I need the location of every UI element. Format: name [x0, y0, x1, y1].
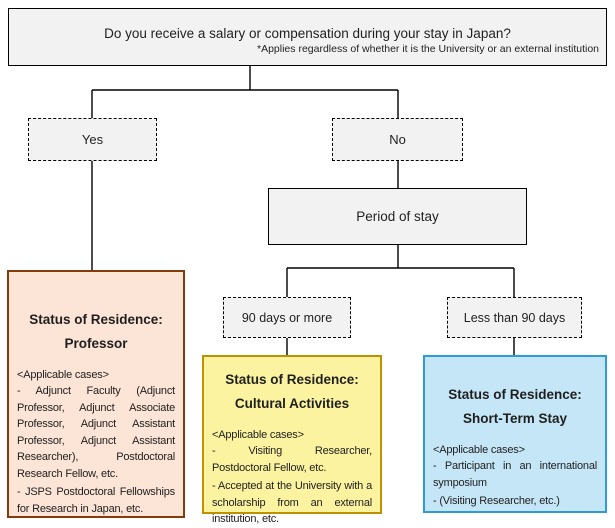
- outcome-professor-box: Status of Residence: Professor <Applicab…: [7, 270, 185, 518]
- professor-heading-line2: Professor: [64, 336, 128, 351]
- branch-90-days-or-more-label: 90 days or more: [241, 310, 333, 325]
- cultural-case-item: - Visiting Researcher, Postdoctoral Fell…: [212, 445, 372, 474]
- professor-heading-line1: Status of Residence:: [29, 312, 163, 327]
- question-text: Do you receive a salary or compensation …: [104, 25, 511, 41]
- professor-cases-label: <Applicable cases>: [17, 369, 109, 381]
- cultural-cases-label: <Applicable cases>: [212, 429, 304, 441]
- branch-no-label: No: [389, 132, 406, 147]
- professor-case-item: - JSPS Postdoctoral Fellowships for Rese…: [17, 486, 175, 515]
- period-of-stay-box: Period of stay: [268, 188, 527, 245]
- period-of-stay-label: Period of stay: [356, 209, 439, 224]
- cultural-heading-line1: Status of Residence:: [225, 372, 359, 387]
- short-term-heading-line1: Status of Residence:: [448, 387, 582, 402]
- outcome-cultural-activities-box: Status of Residence: Cultural Activities…: [202, 355, 382, 525]
- branch-no-box: No: [332, 118, 463, 161]
- branch-less-than-90-days-box: Less than 90 days: [447, 297, 582, 338]
- branch-yes-label: Yes: [81, 132, 104, 147]
- cultural-case-item: - Accepted at the University with a scho…: [212, 480, 372, 525]
- short-term-case-item: - Participant in an international sympos…: [433, 460, 597, 489]
- cultural-heading-line2: Cultural Activities: [234, 396, 350, 411]
- question-note: *Applies regardless of whether it is the…: [257, 42, 599, 55]
- question-box: Do you receive a salary or compensation …: [8, 8, 607, 66]
- outcome-short-term-stay-box: Status of Residence: Short-Term Stay <Ap…: [423, 355, 607, 513]
- branch-yes-box: Yes: [28, 118, 157, 161]
- branch-90-days-or-more-box: 90 days or more: [223, 297, 351, 338]
- branch-less-than-90-days-label: Less than 90 days: [463, 310, 566, 325]
- professor-case-item: - Adjunct Faculty (Adjunct Professor, Ad…: [17, 385, 175, 480]
- short-term-heading-line2: Short-Term Stay: [462, 411, 568, 426]
- short-term-case-item: - (Visiting Researcher, etc.): [433, 495, 560, 507]
- short-term-cases-label: <Applicable cases>: [433, 444, 525, 456]
